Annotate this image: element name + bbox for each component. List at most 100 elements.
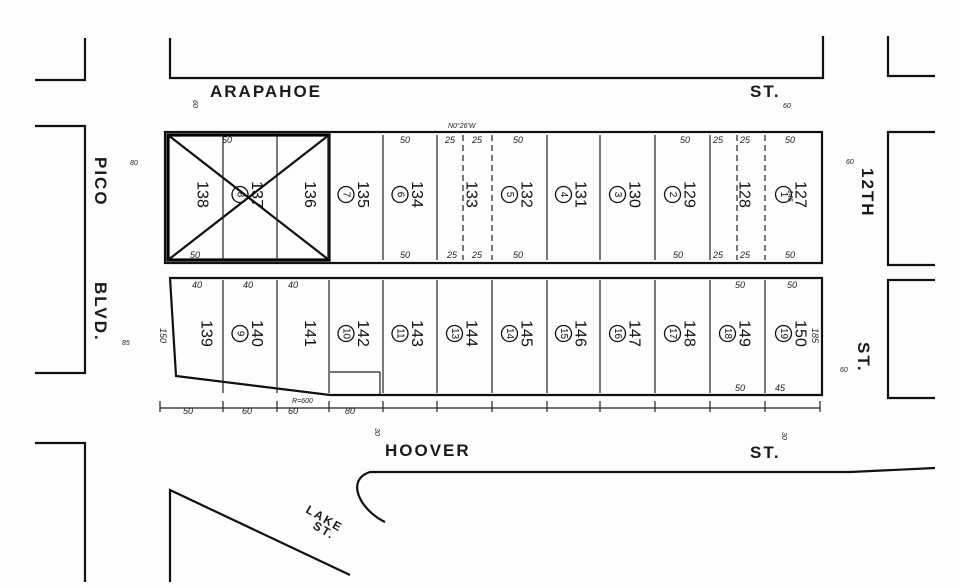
parcel-circle <box>663 324 682 343</box>
parcel-circle <box>554 324 573 343</box>
lake-street-edge <box>168 488 351 582</box>
parcel-circle <box>774 324 793 343</box>
north-block <box>163 130 824 265</box>
north-top-dims: 50 50 25 25 50 50 25 25 50 N0°26'W <box>222 122 795 145</box>
parcel-circle <box>554 185 573 204</box>
lot-number: 136 <box>301 181 318 208</box>
bottom-tick-dims: 50 60 60 80 <box>183 406 355 416</box>
pico-west-curb <box>35 124 87 375</box>
dim-label: 40 <box>288 280 298 290</box>
arapahoe-width-right: 60 <box>783 103 791 110</box>
arapahoe-width-left: 60 <box>191 100 198 108</box>
lot-number: 131 <box>571 181 588 208</box>
lot-number: 137 <box>248 181 265 208</box>
dim-label: 25 <box>739 250 751 260</box>
pico-street-name: PICO <box>91 157 110 207</box>
arapahoe-north-curb <box>168 36 825 80</box>
parcel-circle <box>337 324 355 343</box>
parcel-circle <box>231 185 249 204</box>
twelfth-width-top: 60 <box>846 159 854 166</box>
arapahoe-street-suffix: ST. <box>750 82 781 101</box>
lot-number: 129 <box>680 181 697 208</box>
street-edges <box>35 36 936 582</box>
lot-number: 132 <box>517 181 534 208</box>
parcel-circle <box>608 185 627 204</box>
lot-number: 141 <box>301 320 318 347</box>
parcel-circle <box>663 185 682 204</box>
south-block <box>168 276 824 397</box>
dim-label: 45 <box>775 383 786 393</box>
hoover-width-right: 30 <box>780 432 787 440</box>
pico-width-top: 80 <box>130 160 138 167</box>
lot-number: 146 <box>571 320 588 347</box>
lot-number: 143 <box>408 320 425 347</box>
dim-label: 60 <box>242 406 252 416</box>
dim-label: 60 <box>288 406 298 416</box>
parcel-number: 14 <box>504 328 515 340</box>
twelfth-street-suffix: ST. <box>854 342 873 373</box>
dim-label: 25 <box>444 135 456 145</box>
parcel-number: 6 <box>394 192 405 198</box>
parcel-circle <box>337 185 355 204</box>
parcel-number: 10 <box>340 328 351 340</box>
dim-label: 50 <box>785 135 795 145</box>
dim-label: 50 <box>785 250 795 260</box>
dim-label: 25 <box>739 135 751 145</box>
dim-label: 50 <box>735 383 745 393</box>
parcel-number: 5 <box>504 192 515 198</box>
parcel-circle <box>774 185 793 204</box>
lot-number: 142 <box>354 320 371 347</box>
dim-label: 50 <box>513 250 523 260</box>
parcel-number: 3 <box>612 192 623 198</box>
dim-label: 50 <box>673 250 683 260</box>
south-block-outline <box>168 276 824 397</box>
dim-label: 25 <box>446 250 458 260</box>
north-bottom-dims: 50 50 25 25 50 50 25 25 50 145 <box>190 190 795 260</box>
south-dims: 40 40 40 50 50 50 45 150 185 R=600 <box>158 280 820 405</box>
parcel-number: 18 <box>722 328 733 340</box>
parcel-circle <box>608 324 627 343</box>
arapahoe-street-name: ARAPAHOE <box>210 82 322 101</box>
lot-number: 149 <box>735 320 752 347</box>
dim-label: 50 <box>735 280 745 290</box>
curve-note: R=600 <box>292 398 313 405</box>
lot-number: 130 <box>625 181 642 208</box>
lot-number: 144 <box>462 320 479 347</box>
lot-number: 148 <box>680 320 697 347</box>
dim-label: 50 <box>190 250 200 260</box>
dim-label: 50 <box>183 406 193 416</box>
parcel-number: 17 <box>667 328 678 340</box>
parcel-circle <box>391 324 409 343</box>
lot-number: 140 <box>248 320 265 347</box>
lot-number: 133 <box>462 181 479 208</box>
dim-label: 50 <box>222 135 232 145</box>
pico-street-suffix: BLVD. <box>91 282 110 342</box>
lot-number: 150 <box>791 320 808 347</box>
north-depth-label: 145 <box>786 190 793 202</box>
lot-number: 127 <box>791 181 808 208</box>
parcel-number: 1 <box>778 192 789 198</box>
lot-number: 139 <box>197 320 214 347</box>
lot-number: 135 <box>354 181 371 208</box>
south-depth-right: 185 <box>810 328 820 344</box>
street-names: ARAPAHOE ST. HOOVER ST. PICO BLVD. 12TH … <box>91 82 877 542</box>
twelfth-east-curb-north <box>886 130 935 267</box>
dim-label: 25 <box>712 250 724 260</box>
street-widths: 60 60 30 30 80 85 60 60 <box>122 100 854 440</box>
dim-label: 40 <box>243 280 253 290</box>
parcel-number: 2 <box>667 192 678 198</box>
parcel-number: 16 <box>612 328 623 340</box>
twelfth-east-curb-south <box>886 278 935 400</box>
parcel-circle <box>500 185 519 204</box>
parcel-circle <box>500 324 519 343</box>
parcel-number: 8 <box>234 192 245 198</box>
lot-number: 138 <box>193 181 210 208</box>
north-block-outline <box>163 130 824 265</box>
corner-ne-curb <box>886 36 935 78</box>
parcel-number: 11 <box>394 328 405 339</box>
hoover-street-suffix: ST. <box>750 443 781 462</box>
crossed-parcel-diagonal-b <box>167 134 330 261</box>
